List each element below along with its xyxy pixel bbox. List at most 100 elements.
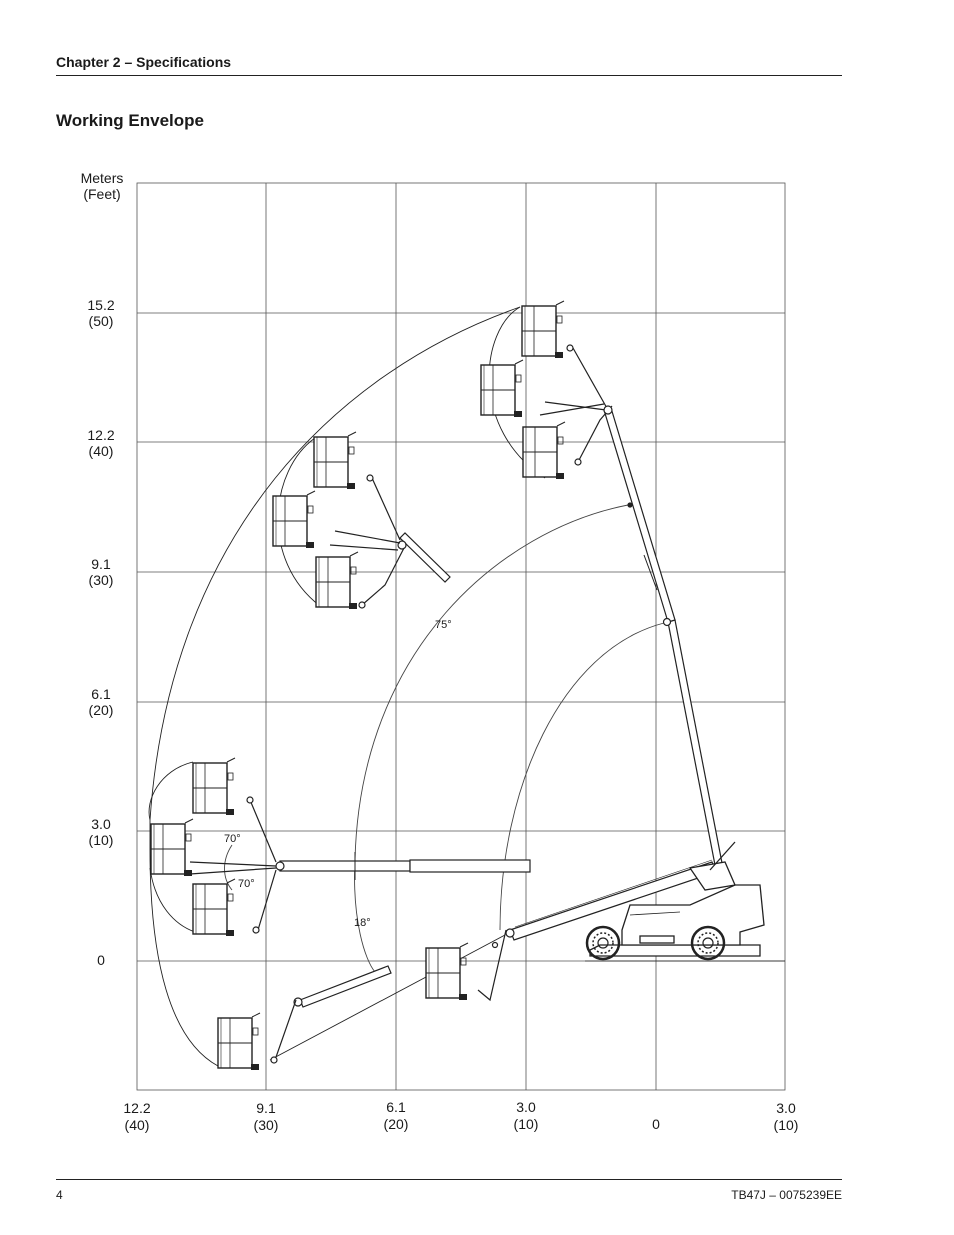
x-tick-meters: 6.1: [386, 1099, 406, 1115]
jib-pivot: [505, 928, 515, 938]
x-tick-feet: (10): [513, 1116, 539, 1132]
envelope-outline: [148, 306, 665, 1067]
jib-link: [477, 929, 507, 1002]
platform-bucket: [217, 1012, 261, 1071]
angle-label-70-upper: 70°: [224, 833, 241, 845]
x-tick-meters: 12.2: [123, 1100, 151, 1116]
jib-link: [572, 347, 613, 463]
grid-frame: [136, 182, 786, 1091]
x-tick-meters: 3.0: [776, 1100, 796, 1116]
boom-section: [279, 860, 411, 872]
x-tick-label: 3.0 (10): [486, 1099, 566, 1133]
machine-detail: [639, 935, 675, 944]
boom-section: [299, 965, 392, 1008]
y-tick-label: 12.2 (40): [61, 427, 141, 459]
y-tick-feet: (40): [88, 443, 114, 459]
jib-link: [361, 477, 405, 606]
y-tick-feet: (50): [88, 313, 114, 329]
machine-detail: [629, 911, 681, 916]
boom-seam: [514, 859, 713, 928]
boom-upper: [539, 344, 723, 866]
angle-label-18: 18°: [354, 917, 371, 929]
angle-label-75: 75°: [435, 619, 452, 631]
y-tick-label: 3.0 (10): [61, 816, 141, 848]
platform-bucket: [480, 359, 524, 418]
jib-link: [249, 799, 277, 931]
platform-bucket: [192, 757, 236, 816]
y-tick-feet: (30): [88, 572, 114, 588]
aerial-lift-machine: [589, 841, 765, 957]
chapter-header: Chapter 2 – Specifications: [56, 54, 232, 70]
boom-section: [409, 859, 531, 873]
envelope-outer-arc: [149, 306, 521, 821]
envelope-low-bucket-arc: [149, 867, 196, 933]
y-tick-feet: (20): [88, 702, 114, 718]
section-title: Working Envelope: [56, 111, 204, 130]
boom-base: [709, 841, 736, 871]
angle-label-70-lower: 70°: [238, 878, 255, 890]
jib-link: [189, 861, 277, 875]
y-axis-unit-feet: (Feet): [83, 186, 121, 202]
envelope-bottom-line: [269, 934, 506, 1061]
platform-bucket: [425, 942, 469, 1001]
boom-below: [270, 965, 392, 1064]
jib-pivot: [358, 601, 366, 609]
header-rule: [56, 75, 842, 76]
document-id: TB47J – 0075239EE: [731, 1188, 842, 1202]
boom-section: [399, 532, 451, 583]
jib-link: [329, 530, 401, 551]
envelope-low-bucket-arc: [148, 761, 194, 821]
platform-bucket: [522, 421, 566, 480]
jib-pivot: [603, 405, 613, 415]
jib-pivot: [252, 926, 260, 934]
x-tick-label: 6.1 (20): [356, 1099, 436, 1133]
platform-bucket: [313, 431, 357, 490]
page-number: 4: [56, 1188, 63, 1202]
x-tick-feet: (40): [124, 1117, 150, 1133]
y-tick-label: 6.1 (20): [61, 686, 141, 718]
y-tick-feet: (10): [88, 832, 114, 848]
jib-pivot: [246, 796, 254, 804]
x-tick-feet: (10): [773, 1117, 799, 1133]
jib-pivot: [275, 861, 285, 871]
envelope-boom-arc: [499, 622, 665, 931]
boom-seam: [643, 554, 658, 591]
y-tick-label: 15.2 (50): [61, 297, 141, 329]
y-axis-unit-meters: Meters: [80, 170, 124, 186]
machine-turntable: [621, 884, 765, 946]
boom-pivot: [662, 617, 672, 627]
y-tick-meters: 6.1: [91, 686, 111, 702]
jib-swing-arc: [224, 844, 233, 891]
boom-section: [667, 619, 723, 866]
boom-section: [603, 407, 676, 623]
y-tick-meters: 12.2: [87, 427, 115, 443]
jib-pivot: [270, 1056, 278, 1064]
y-tick-meters: 3.0: [91, 816, 111, 832]
x-tick-label: 0: [616, 1116, 696, 1133]
x-tick-label: 3.0 (10): [746, 1100, 826, 1134]
jib-pivot: [566, 344, 574, 352]
envelope-inner-arc: [354, 504, 629, 973]
x-tick-meters: 0: [652, 1116, 660, 1132]
platform-bucket: [272, 490, 316, 549]
platform-bucket: [192, 878, 236, 937]
jib-link: [539, 401, 607, 416]
y-tick-label: 0: [61, 952, 141, 968]
platform-bucket: [315, 551, 359, 610]
boom-middle: [329, 474, 451, 609]
jib-pivot: [397, 540, 407, 550]
y-tick-meters: 9.1: [91, 556, 111, 572]
y-tick-label: 9.1 (30): [61, 556, 141, 588]
platform-bucket: [521, 300, 565, 359]
boom-horizontal: [189, 796, 531, 934]
y-tick-meters: 15.2: [87, 297, 115, 313]
x-tick-label: 12.2 (40): [97, 1100, 177, 1134]
x-tick-feet: (30): [253, 1117, 279, 1133]
jib-pivot: [366, 474, 374, 482]
x-tick-meters: 3.0: [516, 1099, 536, 1115]
boom-pivot: [627, 502, 633, 508]
x-tick-label: 9.1 (30): [226, 1100, 306, 1134]
x-tick-meters: 9.1: [256, 1100, 276, 1116]
jib-link: [274, 999, 297, 1061]
